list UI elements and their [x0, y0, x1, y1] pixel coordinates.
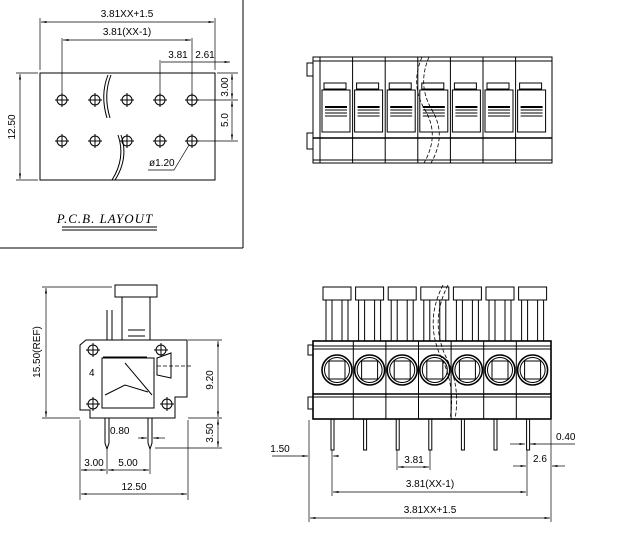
dim-edge-offset: 3.00 — [84, 458, 104, 469]
wire-entry-inner — [454, 357, 481, 383]
release-button — [419, 89, 449, 133]
pcb-holes — [55, 93, 199, 148]
dim-total-width: 3.81XX+1.5 — [404, 505, 457, 516]
pcb-layout-view: 3.81XX+1.5 3.81(XX-1) 3.81 2.61 12.50 3.… — [0, 0, 244, 249]
slot-line — [488, 106, 510, 108]
dim-pin-width: 0.40 — [556, 432, 576, 443]
clamp-window — [524, 360, 542, 380]
release-tab — [486, 82, 510, 90]
wire-entry — [386, 354, 419, 386]
dim-row-spacing: 5.0 — [220, 113, 231, 127]
wire-entry — [321, 354, 353, 386]
clamp-window — [361, 360, 379, 380]
release-button — [451, 89, 481, 133]
dim-pitch: 3.81 — [404, 455, 424, 466]
release-button — [517, 89, 547, 133]
pusher-cap — [114, 284, 158, 298]
pin — [428, 418, 433, 451]
release-tab — [388, 82, 412, 90]
pusher-cap — [518, 286, 548, 301]
dim-depth: 12.50 — [121, 482, 146, 493]
clamp-window — [393, 360, 411, 380]
pcb-outline — [39, 72, 216, 181]
break-line — [106, 74, 112, 119]
slot-line — [422, 106, 445, 108]
pusher-stem — [488, 299, 512, 342]
wire-entry-inner — [421, 357, 448, 383]
release-tab — [356, 82, 380, 90]
dim-edge: 1.50 — [270, 444, 290, 455]
wire-entry-inner — [389, 357, 416, 383]
release-button — [386, 89, 416, 133]
pusher-cap — [420, 286, 450, 301]
wire-entry — [353, 354, 386, 386]
clamp-window — [458, 360, 476, 380]
clamp-window — [491, 360, 509, 380]
pin — [493, 418, 498, 451]
pusher-cap — [485, 286, 515, 301]
dim-pin-length: 3.50 — [205, 423, 216, 443]
pin — [460, 418, 465, 451]
dim-pitch-span: 3.81(XX-1) — [103, 27, 151, 38]
side-view: 4 15.50(REF) 9.20 3.50 0.80 3.00 5.00 12… — [32, 284, 222, 500]
top-view — [306, 56, 553, 164]
clamp-window — [328, 360, 346, 380]
slot-line — [455, 106, 478, 108]
release-tab — [421, 82, 445, 90]
release-tab — [453, 82, 477, 90]
wire-entry-inner — [324, 357, 350, 383]
dim-ref-height: 15.50(REF) — [32, 326, 43, 378]
pusher-stem — [455, 299, 479, 342]
pusher-cap — [355, 286, 385, 301]
wire-entry-inner — [487, 357, 513, 383]
pusher-cap — [322, 286, 352, 301]
wire-entry-inner — [356, 357, 383, 383]
dim-pin-width: 0.80 — [110, 426, 130, 437]
pusher-stem — [390, 299, 414, 342]
dim-end: 2.6 — [533, 454, 547, 465]
pcb-layout-title: P.C.B. LAYOUT — [56, 211, 154, 226]
slot-line — [357, 106, 380, 108]
dim-pitch: 3.81 — [168, 50, 188, 61]
wire-entry — [418, 354, 451, 386]
wire-entry — [484, 354, 516, 386]
dim-hole-diameter: ø1.20 — [149, 158, 175, 169]
break-line — [114, 134, 125, 181]
pin — [395, 418, 400, 451]
release-button — [354, 89, 384, 133]
pusher-stem — [325, 299, 349, 342]
dim-total-width: 3.81XX+1.5 — [101, 9, 154, 20]
front-view: 1.50 3.81 3.81(XX-1) 3.81XX+1.5 0.40 2.6 — [270, 284, 576, 522]
clamp-window — [426, 360, 444, 380]
dim-edge: 2.61 — [195, 50, 215, 61]
slot-line — [390, 106, 413, 108]
release-button — [484, 89, 514, 133]
wire-entry-inner — [519, 357, 546, 383]
dim-body-height: 9.20 — [205, 370, 216, 390]
pusher-stem — [423, 299, 447, 342]
dim-pin-spacing: 5.00 — [118, 458, 138, 469]
pusher-cap — [387, 286, 417, 301]
slot-line — [325, 106, 347, 108]
dim-pitch-span: 3.81(XX-1) — [406, 479, 454, 490]
pusher-stem — [521, 299, 545, 342]
break-line — [111, 134, 122, 181]
release-tab — [519, 82, 543, 90]
pin — [330, 418, 335, 451]
slot-line — [520, 106, 543, 108]
wire-entry — [516, 354, 549, 386]
wire-entry — [451, 354, 484, 386]
dim-top-row: 3.00 — [220, 77, 231, 97]
side-body — [79, 339, 188, 419]
pin — [363, 418, 368, 451]
pusher-stem — [358, 299, 382, 342]
pusher-cap — [452, 286, 482, 301]
pin — [526, 418, 531, 451]
release-tab — [323, 82, 347, 90]
dim-height: 12.50 — [7, 114, 18, 139]
break-line — [103, 74, 109, 119]
release-button — [321, 89, 351, 133]
position-marking: 4 — [89, 368, 95, 379]
